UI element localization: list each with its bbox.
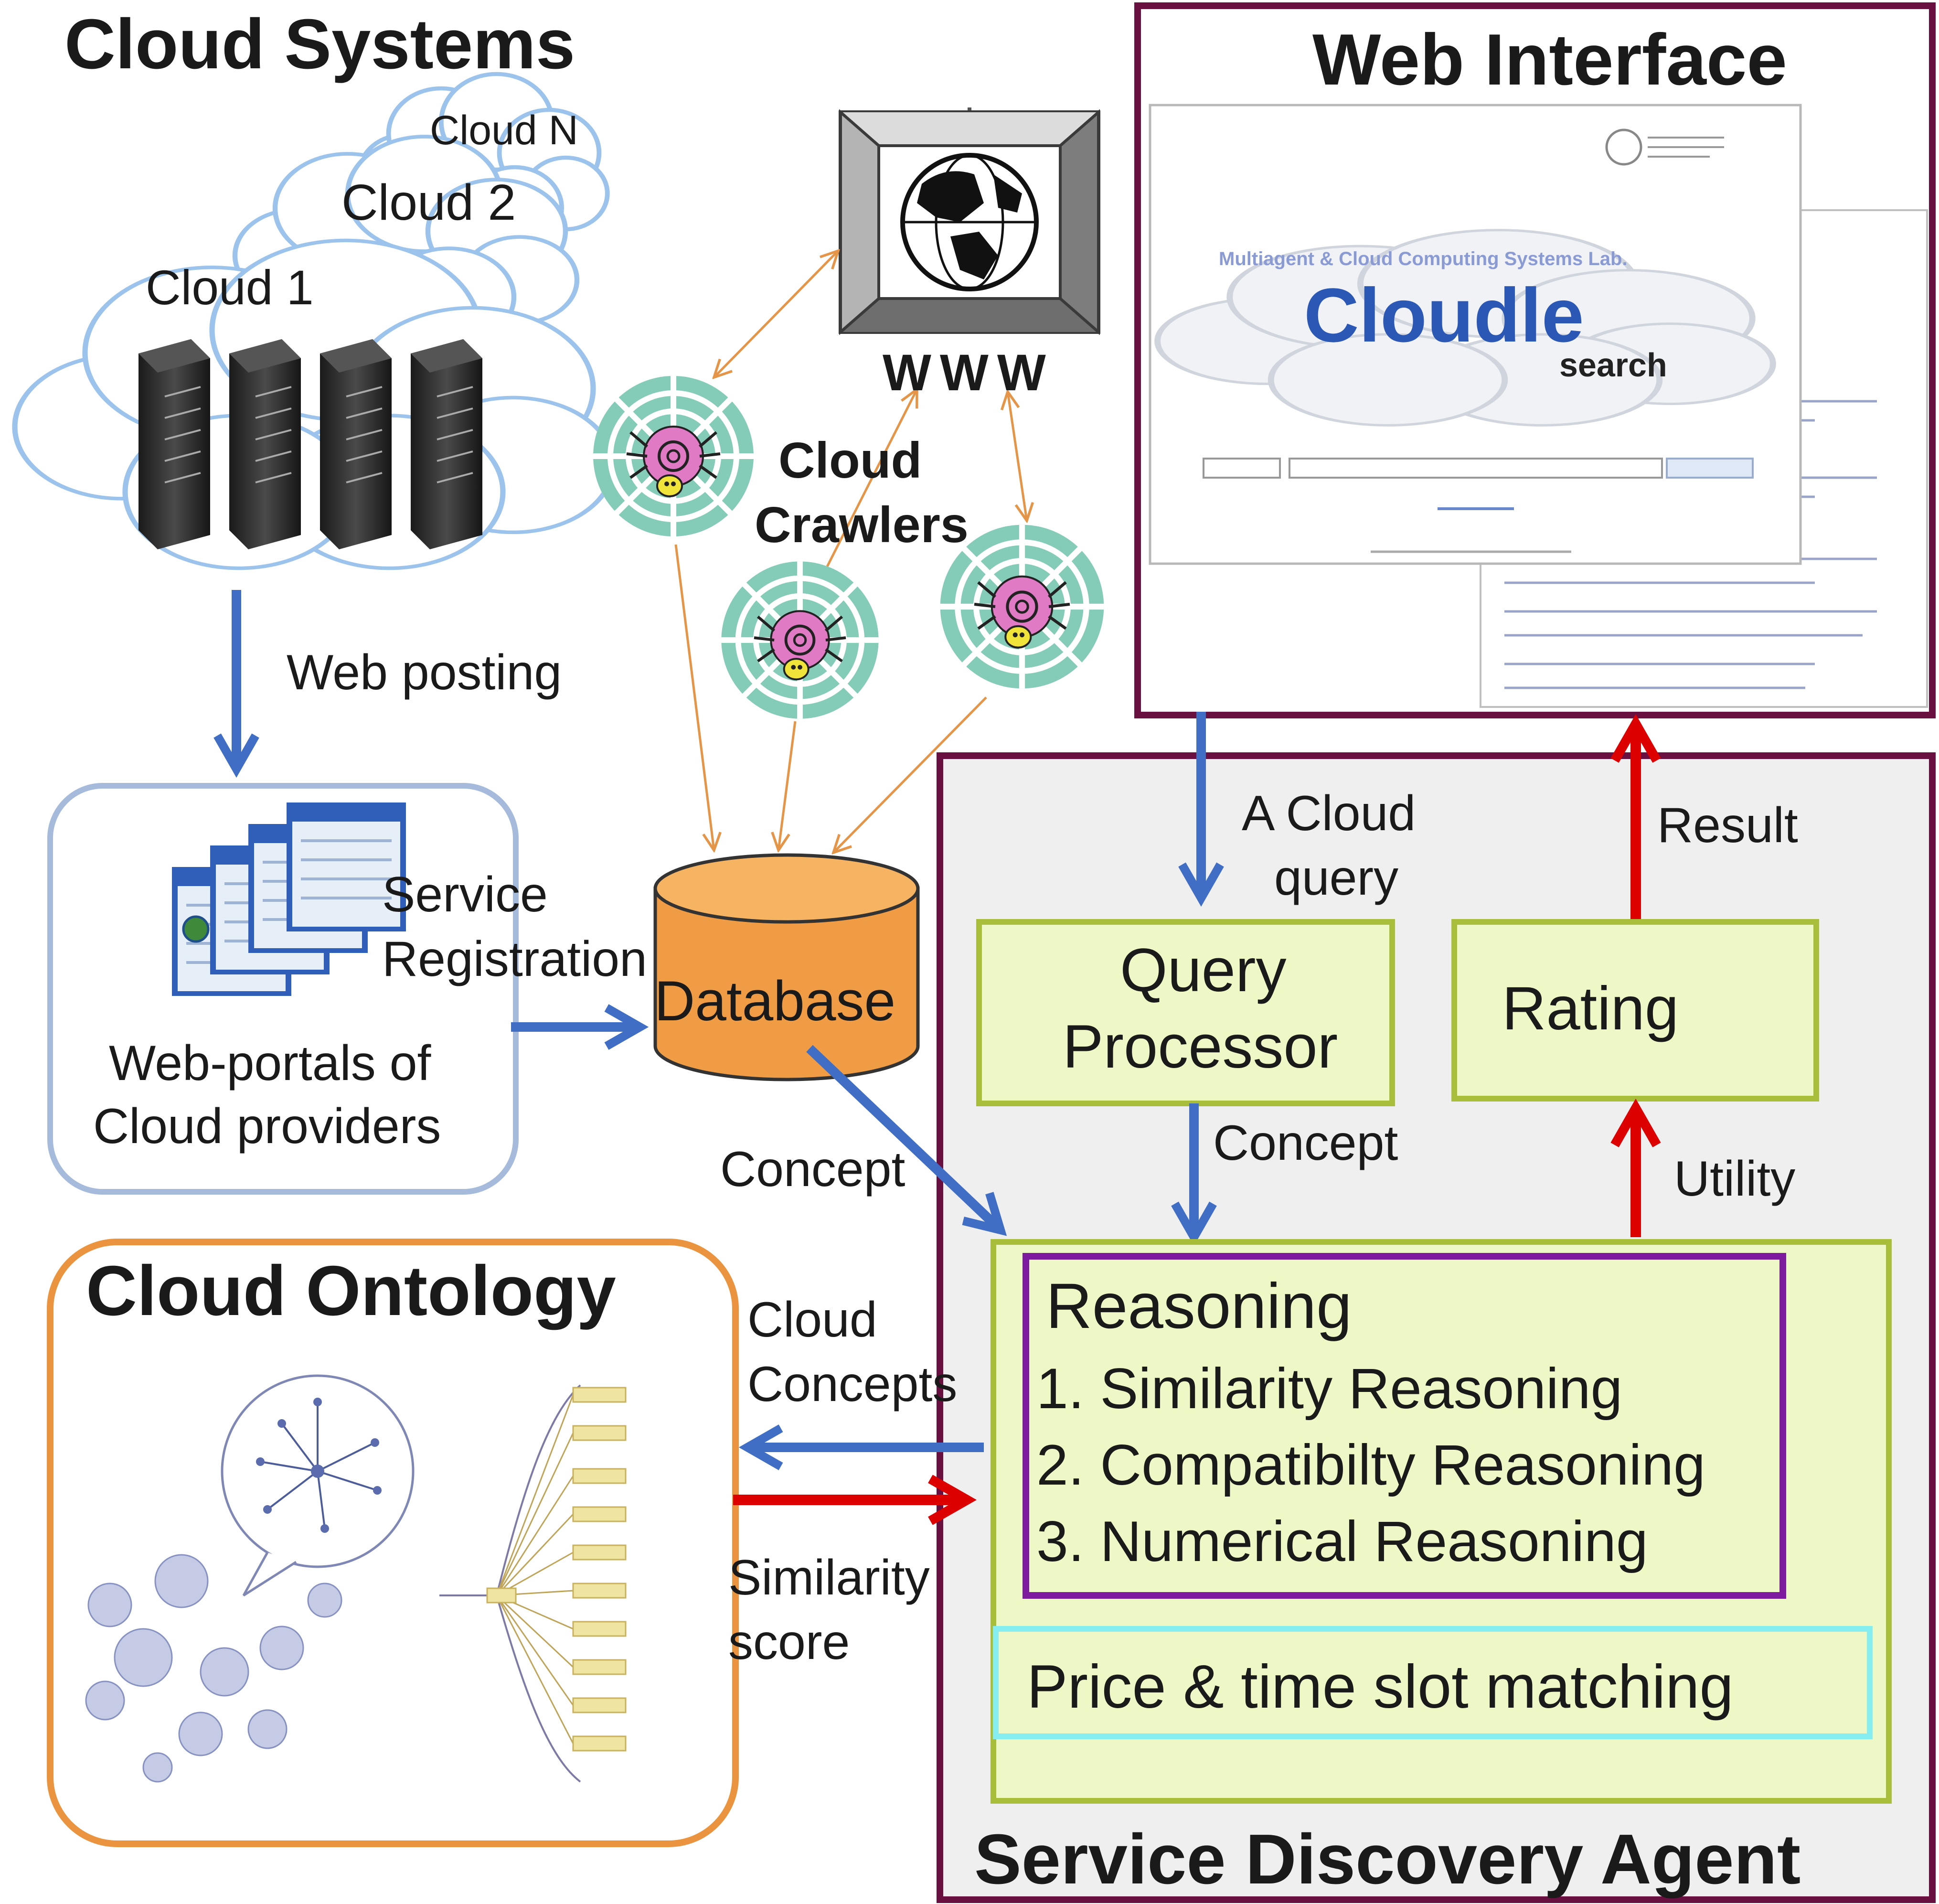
query-processor-box[interactable]: [976, 919, 1395, 1106]
cloud-systems-group: [15, 74, 613, 568]
cloudle-brand-text: Cloudle: [1304, 272, 1584, 358]
cloud-n-label: Cloud N: [430, 107, 578, 153]
spider-web-icon: [593, 376, 754, 536]
database-concept-arrow: [806, 1045, 1007, 1236]
cloud-concepts-label-line1: Cloud: [747, 1292, 877, 1348]
price-matching-box[interactable]: [993, 1626, 1873, 1739]
globe-monitor-icon: [839, 107, 1100, 335]
cloudle-screenshot: [1150, 105, 1927, 708]
database-concept-label: Concept: [720, 1142, 906, 1197]
server-rack-icon: [138, 339, 482, 549]
cloud-concepts-label-line2: Concepts: [747, 1357, 958, 1412]
cloudle-search-text: search: [1559, 346, 1667, 384]
ontology-graph-image: [85, 1374, 627, 1783]
service-registration-label-line1: Service: [382, 867, 548, 922]
database-cylinder-icon: [653, 853, 920, 1081]
cloud-crawlers-label-line1: Cloud: [778, 432, 922, 489]
www-label: WWW: [883, 343, 1055, 401]
reasoning-item-numerical: 3. Numerical Reasoning: [1036, 1509, 1648, 1573]
rating-box[interactable]: [1451, 919, 1819, 1102]
rating-label: Rating: [1502, 974, 1679, 1043]
service-registration-label-line2: Registration: [382, 931, 647, 987]
utility-label: Utility: [1674, 1151, 1796, 1207]
similarity-score-label-line2: score: [728, 1615, 850, 1670]
reasoning-title: Reasoning: [1046, 1271, 1352, 1342]
cloud-2-label: Cloud 2: [341, 174, 516, 231]
query-processor-label-line2: Processor: [1063, 1013, 1338, 1081]
query-processor-label-line1: Query: [1120, 936, 1287, 1005]
cloud-ontology-title: Cloud Ontology: [86, 1252, 616, 1330]
reasoning-box[interactable]: [1023, 1253, 1786, 1599]
cloud-systems-title: Cloud Systems: [64, 5, 575, 84]
cloud-query-label-line2: query: [1274, 850, 1399, 906]
cloud-crawlers-label-line2: Crawlers: [755, 497, 969, 553]
similarity-score-label-line1: Similarity: [728, 1550, 930, 1605]
web-portal-pages-icon: [172, 802, 406, 996]
result-label: Result: [1657, 798, 1798, 853]
cloud-query-label-line1: A Cloud: [1242, 786, 1416, 841]
database-label: Database: [654, 970, 896, 1033]
cloudle-lab-text: Multiagent & Cloud Computing Systems Lab…: [1219, 248, 1628, 269]
crawler-connections: [674, 251, 1027, 853]
web-posting-label: Web posting: [287, 645, 562, 700]
concept-label: Concept: [1213, 1115, 1398, 1171]
web-interface-title: Web Interface: [1312, 19, 1787, 100]
spider-web-icon: [721, 561, 878, 718]
web-portals-label-line2: Cloud providers: [93, 1099, 441, 1154]
service-discovery-agent-title: Service Discovery Agent: [974, 1820, 1801, 1899]
price-matching-label: Price & time slot matching: [1027, 1653, 1734, 1721]
reasoning-item-compatibility: 2. Compatibilty Reasoning: [1036, 1433, 1705, 1497]
web-portals-label-line1: Web-portals of: [109, 1036, 431, 1091]
reasoning-item-similarity: 1. Similarity Reasoning: [1036, 1357, 1623, 1421]
cloud-1-label: Cloud 1: [146, 260, 314, 315]
